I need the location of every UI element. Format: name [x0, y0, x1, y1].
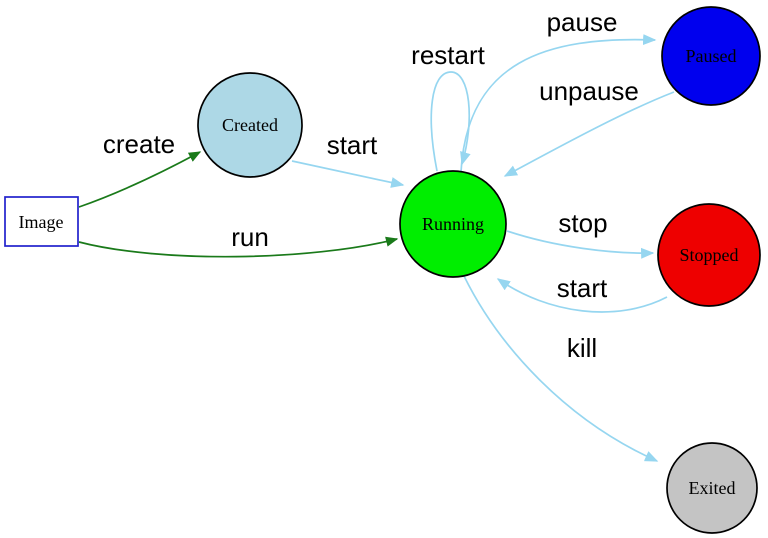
nodes-layer: Image Created Running Paused Stopped Exi	[4, 6, 761, 534]
node-exited: Exited	[666, 442, 758, 534]
node-image-label: Image	[19, 212, 64, 232]
edge-labels-layer: create run start restart pause unpause s…	[103, 7, 639, 363]
edge-label-pause: pause	[547, 7, 618, 37]
edge-kill	[463, 275, 659, 462]
edge-unpause	[503, 91, 675, 177]
edge-label-create: create	[103, 129, 175, 159]
edge-label-kill: kill	[567, 333, 597, 363]
edge-pause	[460, 34, 657, 173]
edge-stop	[506, 230, 655, 259]
edge-label-restart: restart	[411, 40, 485, 70]
edge-create	[78, 151, 202, 208]
edge-label-start-2: start	[557, 273, 608, 303]
node-image-shape	[4, 196, 79, 247]
edge-label-run: run	[231, 222, 269, 252]
node-exited-label: Exited	[689, 478, 736, 498]
edge-restart-self-loop	[430, 71, 471, 172]
edge-label-start-1: start	[327, 130, 378, 160]
node-stopped: Stopped	[657, 203, 761, 307]
node-running: Running	[399, 170, 507, 278]
node-image: Image	[4, 196, 79, 247]
node-paused-label: Paused	[686, 46, 737, 66]
node-exited-shape	[666, 442, 758, 534]
edge-label-stop: stop	[558, 208, 607, 238]
edge-label-unpause: unpause	[539, 76, 639, 106]
node-stopped-label: Stopped	[679, 245, 738, 265]
node-running-shape	[399, 170, 507, 278]
node-paused: Paused	[661, 6, 761, 106]
node-created: Created	[197, 72, 303, 178]
edge-start-from-created	[291, 160, 405, 188]
edges-layer	[78, 34, 675, 462]
edge-run	[78, 236, 399, 258]
node-created-label: Created	[222, 115, 278, 135]
node-created-shape	[197, 72, 303, 178]
node-stopped-shape	[657, 203, 761, 307]
edge-start-from-stopped	[496, 278, 668, 313]
node-running-label: Running	[422, 214, 484, 234]
node-paused-shape	[661, 6, 761, 106]
